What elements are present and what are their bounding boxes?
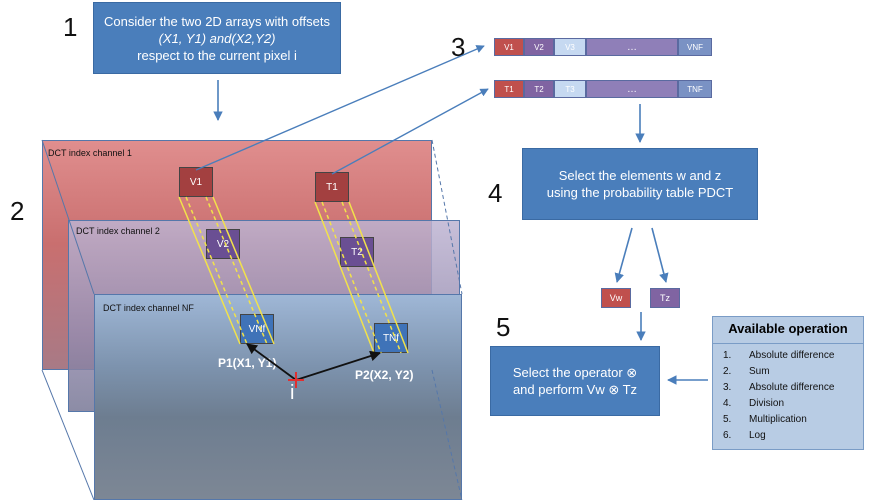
p1-arrow	[246, 343, 297, 381]
step-number-5: 5	[496, 312, 511, 342]
step-number-3: 3	[451, 32, 466, 62]
operation-number: 1.	[723, 350, 732, 361]
operation-label: Division	[749, 398, 785, 409]
operation-item: 6. Log	[713, 428, 863, 444]
array-v-cell: V3	[554, 38, 586, 56]
step4-line1: Select the elements w and z	[558, 168, 722, 183]
step5-line2: and perform Vw ⊗ Tz	[512, 382, 638, 397]
step1-line1: Consider the two 2D arrays with offsets	[104, 13, 330, 29]
perspective-line	[41, 139, 95, 295]
operation-number: 4.	[723, 398, 732, 409]
operation-label: Log	[749, 430, 766, 441]
array-v-cell: …	[586, 38, 678, 56]
operation-label: Sum	[749, 366, 770, 377]
array-t-cell: TNF	[678, 80, 712, 98]
p2-arrow	[295, 350, 382, 381]
operations-title: Available operation	[728, 321, 848, 336]
perspective-line	[431, 369, 463, 500]
step5-box: Select the operator ⊗ and perform Vw ⊗ T…	[490, 346, 660, 416]
step5-line1: Select the operator ⊗	[512, 365, 638, 380]
step1-box: Consider the two 2D arrays with offsets …	[93, 2, 341, 74]
perspective-line	[41, 369, 95, 500]
vw-cell: Vw	[601, 288, 631, 308]
operation-label: Absolute difference	[749, 382, 835, 393]
arrow-4-to-vw	[614, 227, 633, 283]
perspective-line	[431, 139, 463, 295]
operation-item: 1. Absolute difference	[713, 348, 863, 364]
pixel-i-label: i	[290, 382, 295, 404]
tz-cell: Tz	[650, 288, 680, 308]
step-number-2: 2	[10, 196, 25, 226]
channel-2-label: DCT index channel 2	[76, 226, 160, 236]
p2-label: P2(X2, Y2)	[355, 368, 414, 382]
operation-item: 2. Sum	[713, 364, 863, 380]
arrow-v1-to-array	[195, 45, 485, 171]
array-v-cell: V1	[494, 38, 524, 56]
operation-label: Multiplication	[749, 414, 807, 425]
operation-number: 2.	[723, 366, 732, 377]
projection-lines	[178, 196, 409, 354]
step1-line3: respect to the current pixel i	[137, 47, 297, 63]
operation-label: Absolute difference	[749, 350, 835, 361]
array-v-cell: VNF	[678, 38, 712, 56]
channel-1-label: DCT index channel 1	[48, 148, 132, 158]
operation-item: 4. Division	[713, 396, 863, 412]
operation-number: 6.	[723, 430, 732, 441]
operation-item: 5. Multiplication	[713, 412, 863, 428]
arrow-4-to-tz	[651, 227, 669, 283]
step4-box: Select the elements w and z using the pr…	[522, 148, 758, 220]
step-number-4: 4	[488, 178, 503, 208]
arrow-t1-to-array	[331, 88, 489, 175]
channel-nf-label: DCT index channel NF	[103, 303, 194, 313]
operations-panel: Available operation 1. Absolute differenc…	[712, 316, 864, 450]
step4-line2: using the probability table PDCT	[546, 185, 734, 200]
array-t-cell: …	[586, 80, 678, 98]
array-t-cell: T1	[494, 80, 524, 98]
square-v2: V2	[206, 229, 240, 259]
array-t-cell: T2	[524, 80, 554, 98]
square-v1: V1	[179, 167, 213, 197]
step-number-1: 1	[63, 12, 78, 42]
array-v-cell: V2	[524, 38, 554, 56]
step1-line2: (X1, Y1) and(X2,Y2)	[158, 30, 276, 46]
operation-number: 3.	[723, 382, 732, 393]
operation-number: 5.	[723, 414, 732, 425]
square-t1: T1	[315, 172, 349, 202]
operation-item: 3. Absolute difference	[713, 380, 863, 396]
p1-label: P1(X1, Y1)	[218, 356, 277, 370]
array-t-cell: T3	[554, 80, 586, 98]
